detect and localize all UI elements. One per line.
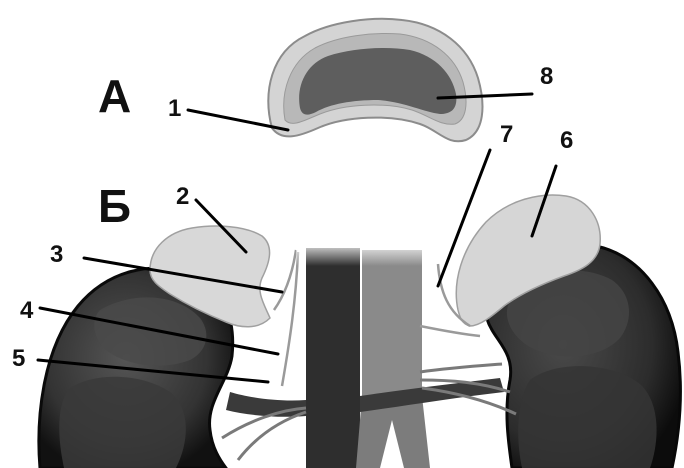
left-renal-vein (226, 392, 306, 417)
left-kidney-lower-lobe (59, 377, 186, 468)
callout-3: 3 (50, 241, 63, 268)
vessel-fade (296, 240, 436, 266)
callout-2: 2 (176, 183, 189, 210)
callout-7: 7 (500, 121, 513, 148)
callout-8: 8 (540, 63, 553, 90)
callout-1: 1 (168, 95, 181, 122)
callout-4: 4 (20, 297, 34, 324)
kidney-adrenal-complex (39, 195, 681, 468)
right-kidney-lower-lobe (518, 366, 656, 468)
callout-6: 6 (560, 127, 573, 154)
adrenal-cross-section (268, 19, 482, 142)
inferior-vena-cava (306, 248, 360, 468)
abdominal-aorta (362, 250, 422, 400)
section-label-a: А (98, 70, 131, 122)
section-label-b: Б (98, 180, 131, 232)
callout-5: 5 (12, 345, 25, 372)
